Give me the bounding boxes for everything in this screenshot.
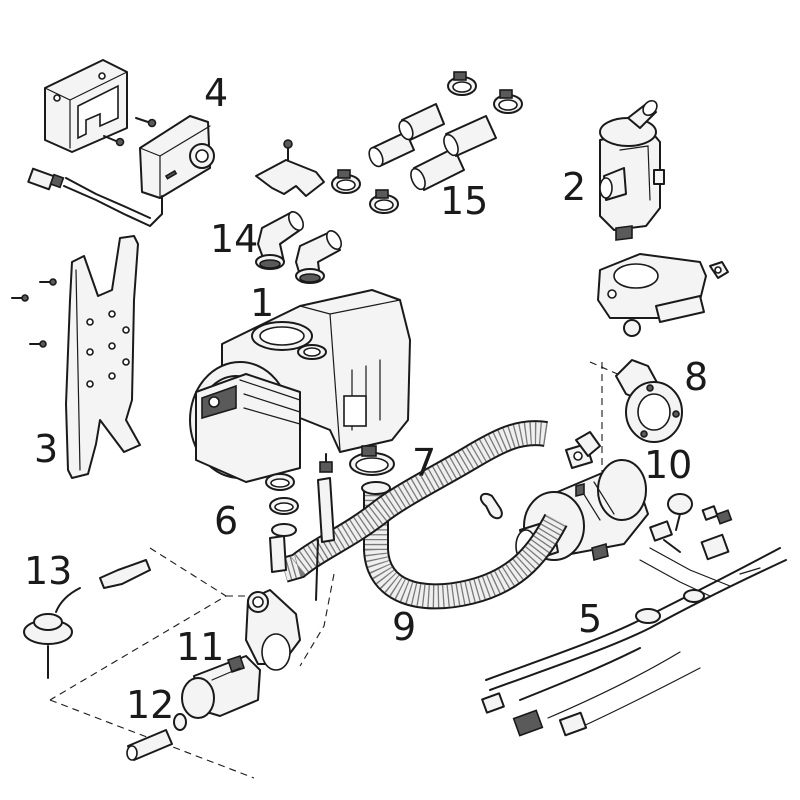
part-7-clamp: [349, 445, 395, 476]
label-part-12: 12: [126, 683, 174, 727]
label-part-8: 8: [684, 355, 708, 399]
part-2-coolant-pump: [597, 99, 729, 337]
label-part-11: 11: [176, 625, 224, 669]
label-part-5: 5: [578, 597, 602, 641]
part-12-gasket-pin: [49, 699, 255, 779]
part-8-exhaust-flange: [589, 359, 683, 474]
part-14-elbow-connectors: [255, 211, 343, 284]
label-part-10: 10: [644, 443, 692, 487]
label-part-1: 1: [250, 281, 274, 325]
label-part-15: 15: [440, 179, 488, 223]
part-1-heater-unit: [189, 289, 411, 483]
label-part-2: 2: [562, 165, 586, 209]
label-part-14: 14: [210, 217, 258, 261]
part-3-mounting-bracket: [11, 235, 141, 479]
label-part-9: 9: [392, 605, 416, 649]
label-part-7: 7: [412, 441, 436, 485]
part-4-control-unit: [27, 59, 215, 227]
label-part-13: 13: [24, 549, 72, 593]
part-6-intake-hose: [265, 420, 601, 601]
part-9-flex-hose: [361, 481, 568, 610]
label-part-6: 6: [214, 499, 238, 543]
label-part-4: 4: [204, 71, 228, 115]
label-part-3: 3: [34, 427, 58, 471]
part-labels: 1 2 3 4 5 6 7 8 9 10 11 12 13 14 15: [24, 71, 708, 727]
part-5-wiring-harness: [481, 493, 787, 737]
part-15-hose-set: [255, 71, 523, 214]
part-11-fuel-pump: [181, 573, 335, 719]
